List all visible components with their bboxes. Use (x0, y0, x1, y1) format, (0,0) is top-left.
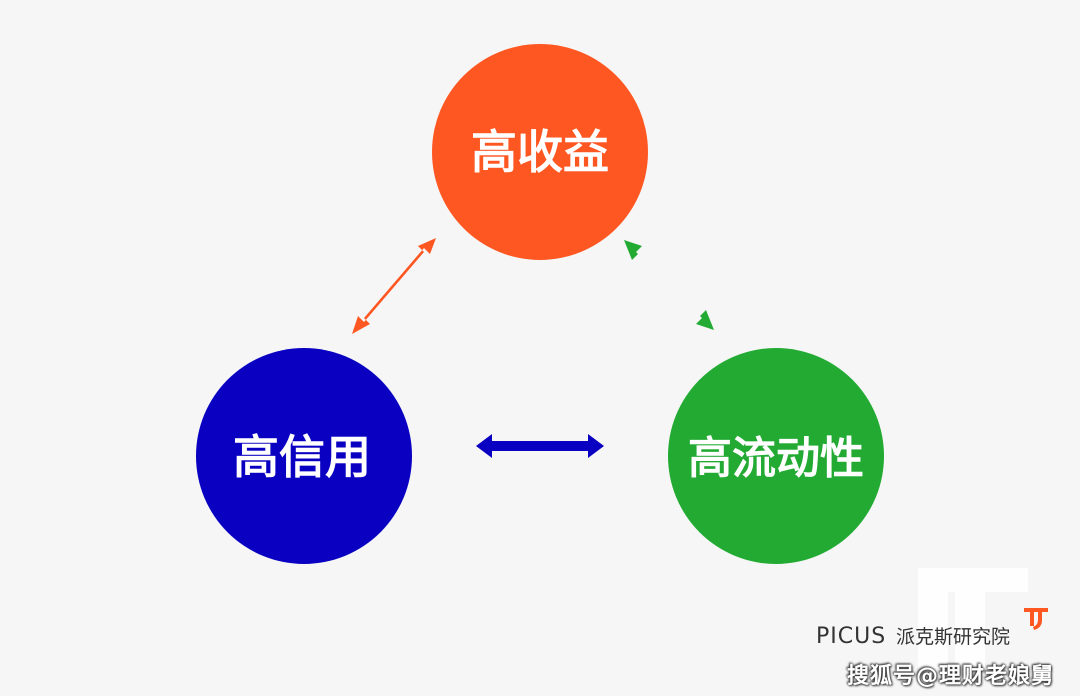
node-high-return-circle (432, 44, 648, 260)
brand-subtitle: 派克斯研究院 (896, 626, 1010, 648)
node-high-liquidity: 高流动性 (668, 348, 884, 564)
node-high-return: 高收益 (432, 44, 648, 260)
arrow-return-credit (352, 238, 436, 334)
node-high-return-label: 高收益 (471, 125, 609, 179)
node-high-liquidity-label: 高流动性 (688, 433, 864, 484)
node-high-credit-circle (196, 348, 412, 564)
node-high-credit: 高信用 (196, 348, 412, 564)
arrow-return-liquidity (624, 240, 714, 330)
brand-name: PICUS (816, 624, 886, 649)
arrow-credit-liquidity (476, 434, 604, 458)
node-high-liquidity-circle (668, 348, 884, 564)
node-high-credit-label: 高信用 (233, 430, 371, 484)
brand-logo: PICUS 派克斯研究院 (816, 608, 1048, 649)
brand-mark-icon (1024, 608, 1048, 630)
watermark-text: 搜狐号@理财老娘舅 (846, 664, 1054, 689)
background-logo-shape (918, 568, 1028, 668)
